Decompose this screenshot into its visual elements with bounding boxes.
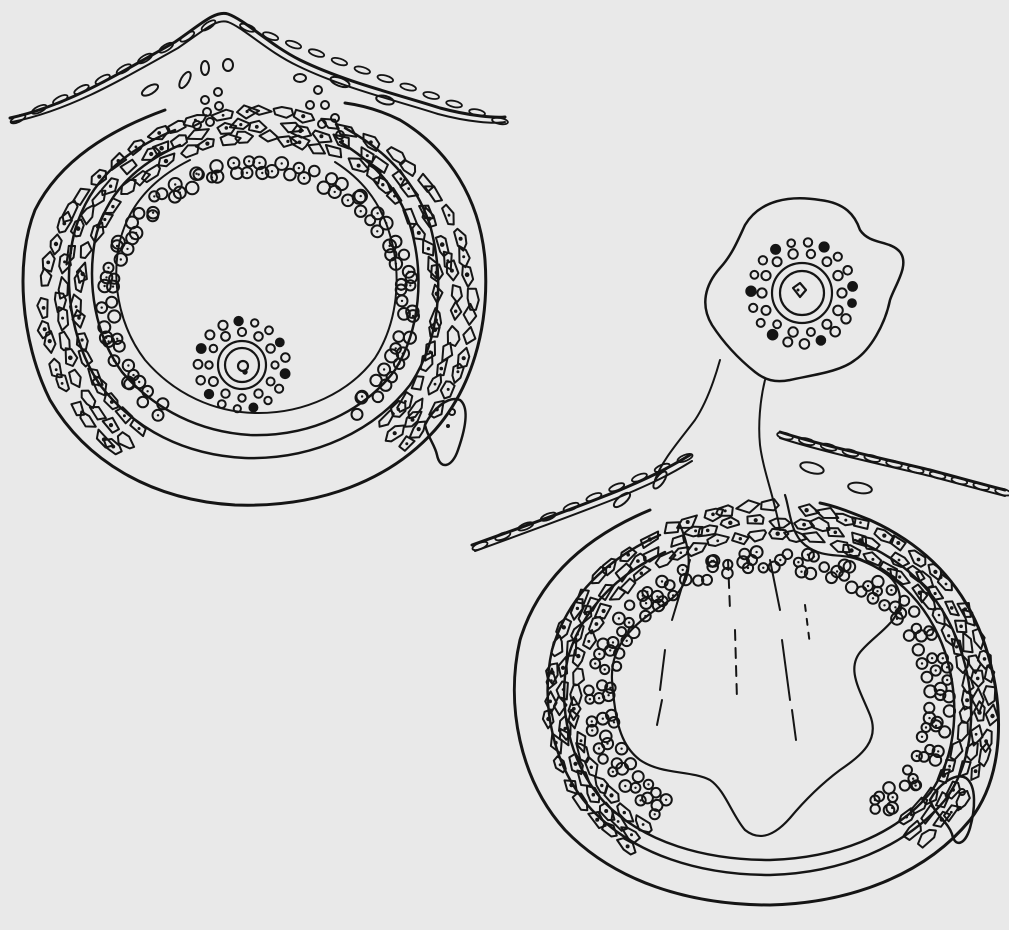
oocyte-icon	[772, 263, 832, 323]
